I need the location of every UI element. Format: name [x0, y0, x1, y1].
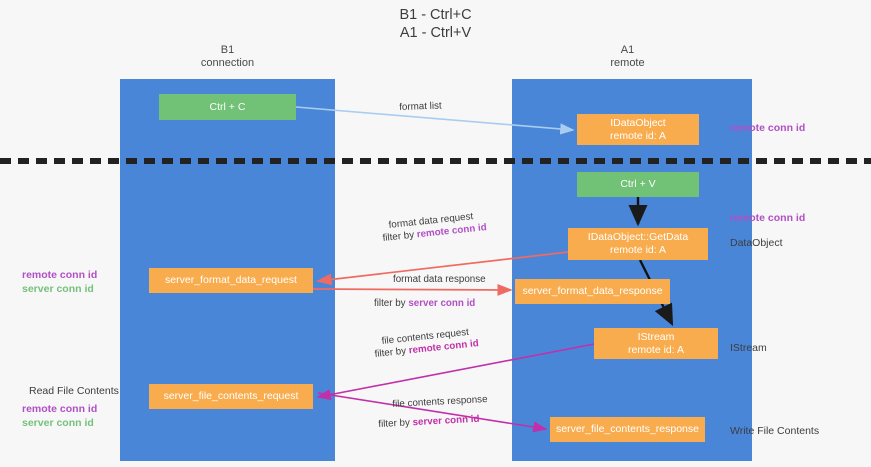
side-label-istream: IStream	[730, 341, 767, 355]
filter-prefix: filter by	[374, 298, 409, 309]
write-file-contents-text: Write File Contents	[730, 425, 820, 437]
filter-key-server-conn-id: server conn id	[412, 413, 480, 429]
node-istream[interactable]: IStream remote id: A	[594, 328, 718, 359]
diagram-title: B1 - Ctrl+C A1 - Ctrl+V	[399, 7, 472, 41]
filter-prefix: filter by	[382, 229, 418, 244]
side-label-remote-conn-id-mid: remote conn id	[730, 211, 805, 225]
filter-prefix: filter by	[378, 417, 413, 430]
node-server-file-contents-request[interactable]: server_file_contents_request	[149, 384, 313, 409]
remote-conn-id-text: remote conn id	[730, 212, 806, 224]
edge-label-file-contents-response: file contents response	[392, 394, 488, 410]
edge-label-format-data-response-filter: filter by server conn id	[374, 297, 475, 311]
edge-label-format-list: format list	[399, 100, 442, 113]
side-label-dataobject: DataObject	[730, 236, 783, 250]
remote-conn-id-text: remote conn id	[22, 269, 98, 281]
server-conn-id-text: server conn id	[22, 283, 94, 295]
node-server-format-data-response[interactable]: server_format_data_response	[515, 279, 670, 304]
node-idataobject[interactable]: IDataObject remote id: A	[577, 114, 699, 145]
dataobject-text: DataObject	[730, 237, 783, 249]
edge-label-file-contents-response-filter: filter by server conn id	[378, 413, 480, 432]
node-idataobject-getdata[interactable]: IDataObject::GetData remote id: A	[568, 228, 708, 260]
filter-prefix: filter by	[374, 345, 410, 360]
node-ctrl-v[interactable]: Ctrl + V	[577, 172, 699, 197]
remote-conn-id-text: remote conn id	[730, 122, 806, 134]
filter-key-server-conn-id: server conn id	[408, 298, 476, 309]
side-label-read-file-contents: Read File Contents	[29, 384, 119, 398]
side-label-remote-conn-id-top: remote conn id	[730, 121, 805, 135]
node-server-file-contents-response[interactable]: server_file_contents_response	[550, 417, 705, 442]
read-file-contents-text: Read File Contents	[29, 385, 119, 397]
istream-text: IStream	[730, 342, 767, 354]
side-label-conn-ids-mid: remote conn id server conn id	[22, 268, 97, 296]
node-server-format-data-request[interactable]: server_format_data_request	[149, 268, 313, 293]
side-label-conn-ids-bottom: remote conn id server conn id	[22, 402, 97, 430]
server-conn-id-text: server conn id	[22, 417, 94, 429]
column-header-b1: B1 connection	[200, 44, 255, 69]
node-ctrl-c[interactable]: Ctrl + C	[159, 94, 296, 120]
side-label-write-file-contents: Write File Contents	[730, 424, 819, 438]
edge-format-data-response	[312, 283, 513, 296]
edge-label-format-data-response: format data response	[393, 274, 486, 285]
column-header-a1: A1 remote	[610, 44, 645, 69]
remote-conn-id-text: remote conn id	[22, 403, 98, 415]
